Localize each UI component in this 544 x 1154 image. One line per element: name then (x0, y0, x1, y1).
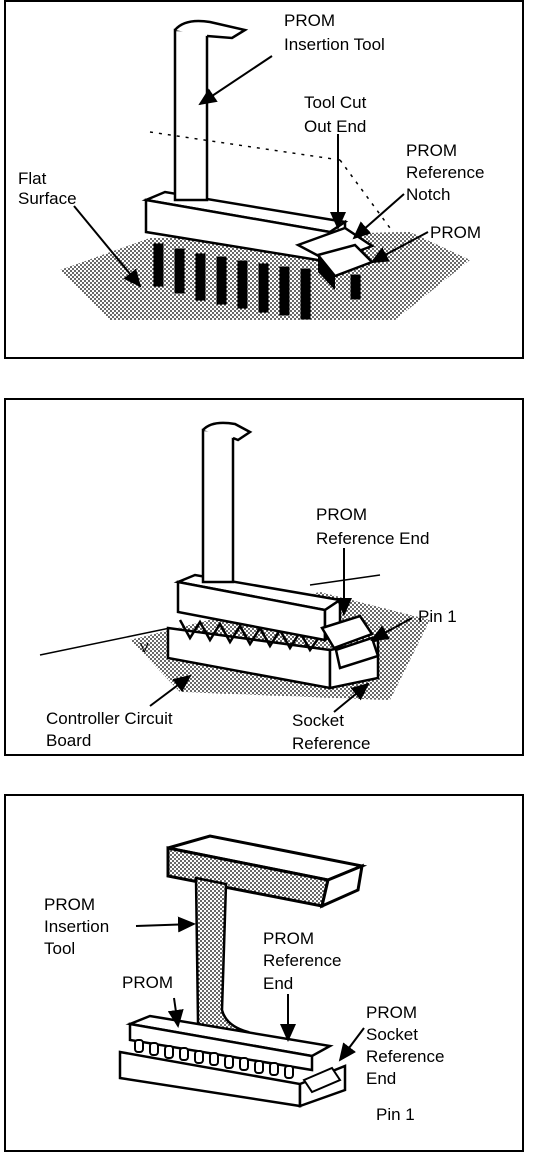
label-prom-reference-end-3-line3: End (263, 974, 293, 993)
label-prom-reference-end-3-line2: Reference (263, 951, 341, 970)
label-prom-socket-reference-end-line4: End (366, 1069, 396, 1088)
label-controller-circuit-board-line2: Board (46, 731, 91, 750)
label-controller-circuit-board-line1: Controller Circuit (46, 709, 173, 728)
label-tool-cut-out-end-line1: Tool Cut (304, 93, 367, 112)
label-prom-reference-end-3-line1: PROM (263, 929, 314, 948)
label-prom-insertion-tool-line2: Insertion Tool (284, 35, 385, 54)
label-flat-surface-line1: Flat (18, 169, 47, 188)
label-pin-1: Pin 1 (418, 607, 457, 626)
label-flat-surface-line2: Surface (18, 189, 77, 208)
label-prom-insertion-tool-3-line3: Tool (44, 939, 75, 958)
svg-text:V: V (140, 640, 149, 655)
panel-1-illustration (60, 19, 470, 320)
label-pin-1-3: Pin 1 (376, 1105, 415, 1124)
label-tool-cut-out-end-line2: Out End (304, 117, 366, 136)
label-prom-reference-notch-line1: PROM (406, 141, 457, 160)
label-prom-reference-end-line1: PROM (316, 505, 367, 524)
label-socket-reference-line2: Reference (292, 734, 370, 753)
panel-2-frame (4, 398, 524, 756)
label-prom-reference-notch-line3: Notch (406, 185, 450, 204)
panel-3-illustration (118, 834, 368, 1108)
label-prom-reference-notch-line2: Reference (406, 163, 484, 182)
label-prom-insertion-tool-3-line2: Insertion (44, 917, 109, 936)
label-prom-insertion-tool-line1: PROM (284, 11, 335, 30)
panel-3-frame (4, 794, 524, 1152)
label-prom-socket-reference-end-line1: PROM (366, 1003, 417, 1022)
label-prom-socket-reference-end-line3: Reference (366, 1047, 444, 1066)
panel-1-frame (4, 0, 524, 359)
label-prom-insertion-tool-3-line1: PROM (44, 895, 95, 914)
label-prom: PROM (430, 223, 481, 242)
label-prom-socket-reference-end-line2: Socket (366, 1025, 418, 1044)
label-prom-reference-end-line2: Reference End (316, 529, 429, 548)
label-socket-reference-line1: Socket (292, 711, 344, 730)
panel-2-illustration: V (39, 421, 430, 713)
label-prom-3: PROM (122, 973, 173, 992)
